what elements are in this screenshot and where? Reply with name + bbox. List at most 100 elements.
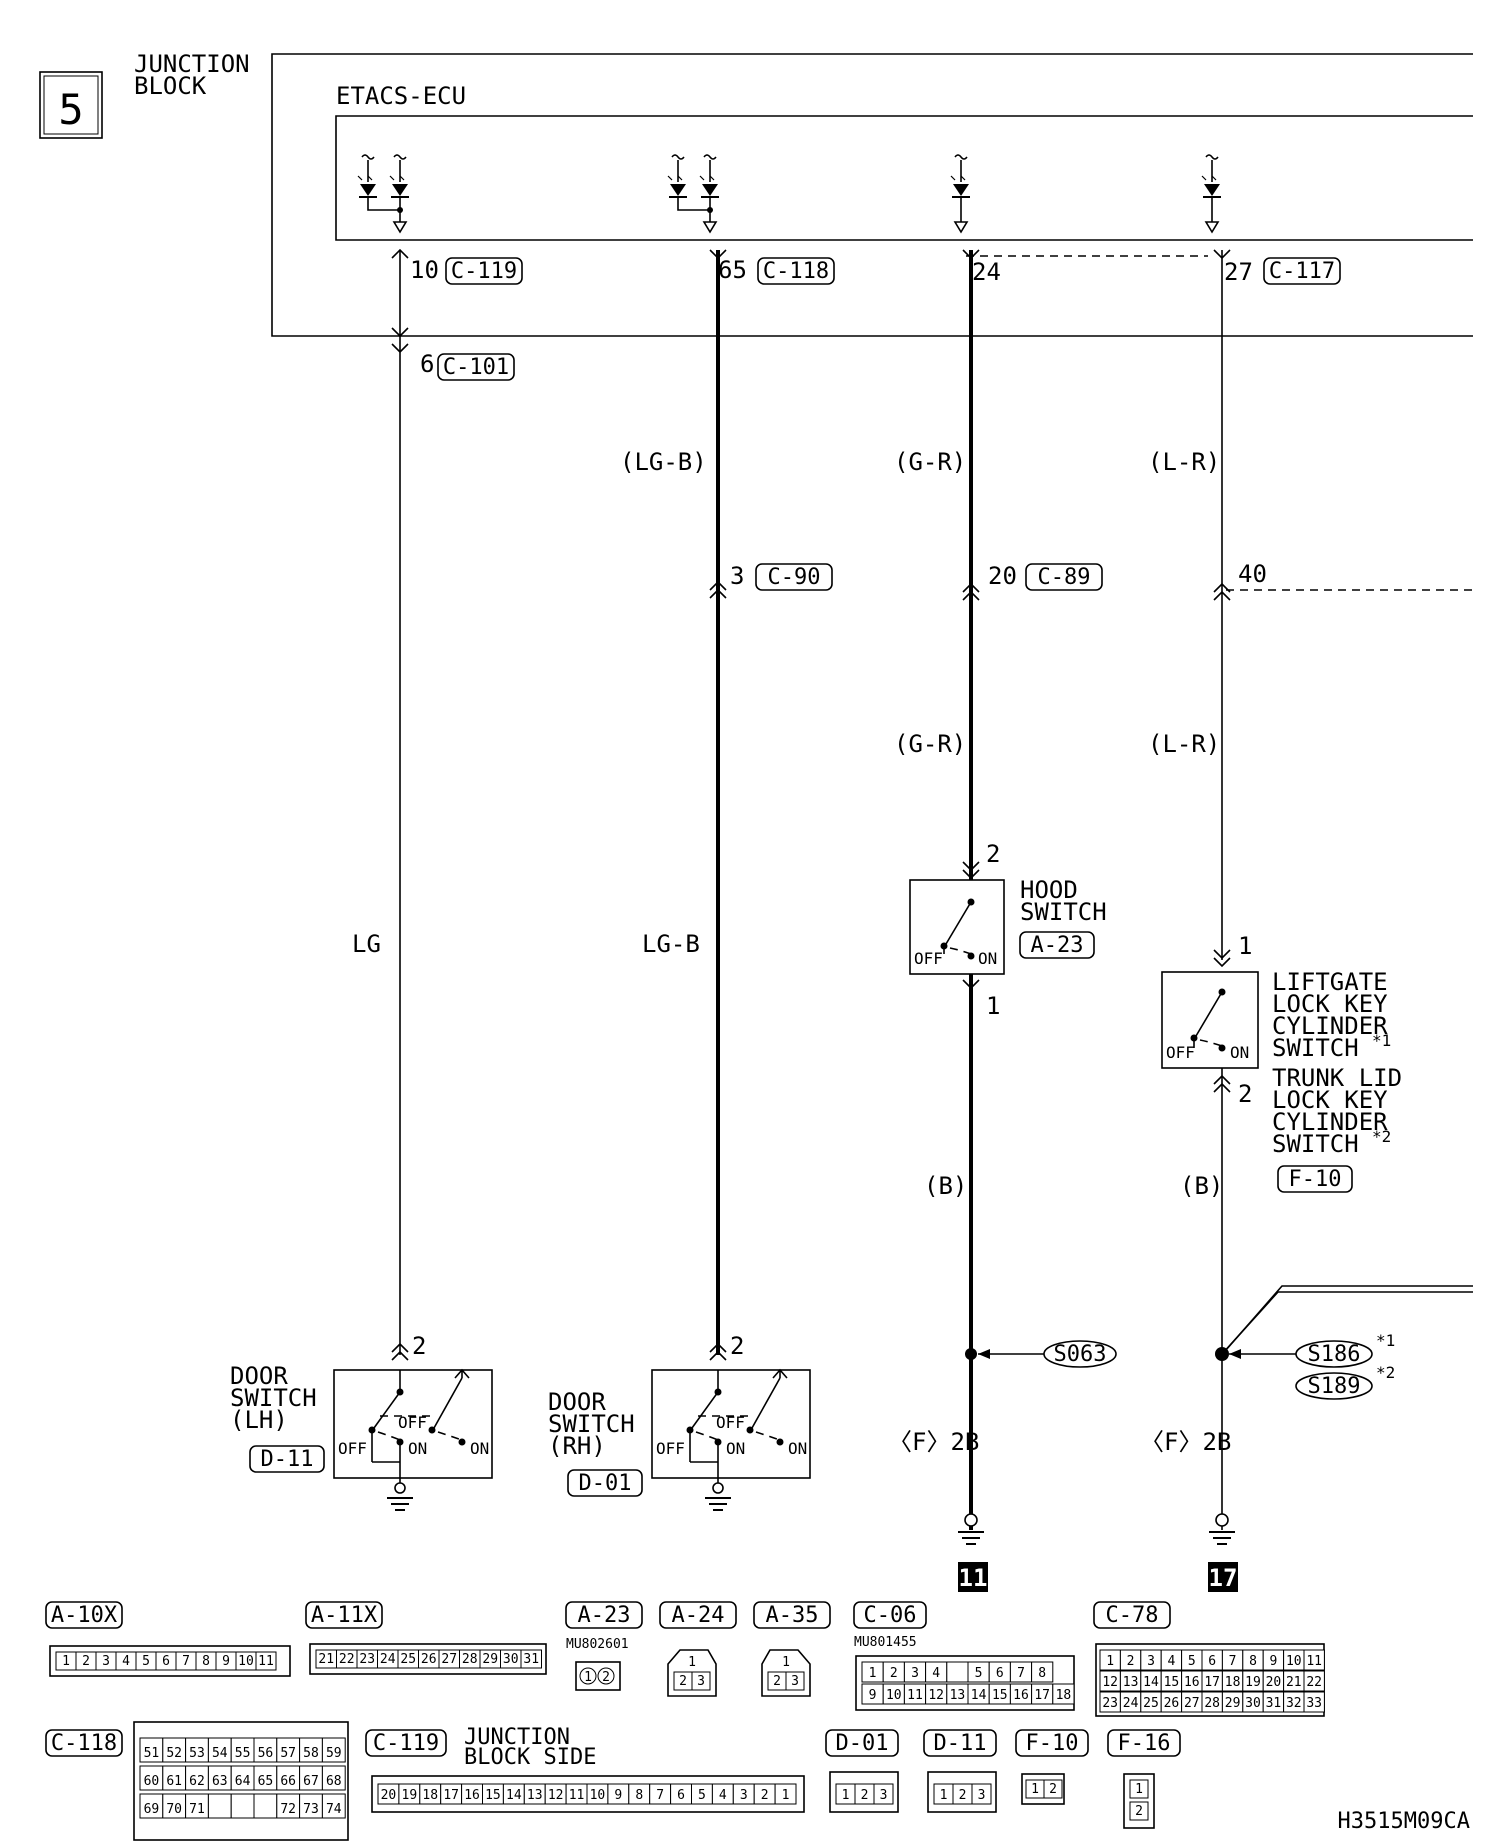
connector-pin: 19	[1245, 1675, 1261, 1690]
door-switch-rh-label-2: SWITCH	[548, 1410, 635, 1438]
splice-s063-label: S063	[1054, 1342, 1107, 1367]
splice-s186: S186 *1 S189 *2	[1215, 1285, 1473, 1400]
connector-pin: 8	[1038, 1666, 1046, 1681]
connector-pin: 2	[1049, 1782, 1057, 1797]
connector-pin: 4	[122, 1654, 130, 1669]
drawing-code: H3515M09CA	[1338, 1809, 1470, 1834]
connector-pin: 56	[258, 1746, 274, 1761]
connector-pin: 19	[402, 1788, 418, 1803]
liftgate-switch-label-1: LIFTGATE	[1272, 968, 1388, 996]
connector-pin: 25	[400, 1652, 416, 1667]
door-switch-lh: 2 DOOR SWITCH (LH) D-11 OFF ON OFF ON	[230, 1332, 493, 1511]
connector-pin: 13	[950, 1688, 966, 1703]
door-switch-lh-on1: ON	[408, 1439, 427, 1458]
terminal-pin-10: 10	[410, 256, 439, 284]
ecu-terminal-labels: 10 C-119 65 C-118 24 27 C-117	[410, 256, 1341, 286]
connector-a23-pin: 2	[602, 1670, 610, 1685]
connector-c89-ref: C-89	[1038, 565, 1091, 590]
connector-pin: 65	[258, 1774, 274, 1789]
connector-pin: 3	[978, 1788, 986, 1803]
connector-pin: 32	[1286, 1696, 1302, 1711]
door-switch-rh-off2: OFF	[716, 1413, 745, 1432]
connector-pin: 29	[482, 1652, 498, 1667]
connector-pin: 5	[698, 1788, 706, 1803]
connector-pin: 14	[1143, 1675, 1159, 1690]
connector-pin: 31	[1266, 1696, 1282, 1711]
door-switch-lh-label-2: SWITCH	[230, 1384, 317, 1412]
connector-f16-pin1: 1	[1129, 1779, 1149, 1799]
connector-pin: 7	[656, 1788, 664, 1803]
trunk-lid-label-2: LOCK KEY	[1272, 1086, 1388, 1114]
wire-l-r	[1213, 249, 1473, 968]
connector-pin: 15	[485, 1788, 501, 1803]
connector-pin: 23	[359, 1652, 375, 1667]
door-switch-rh-on1: ON	[726, 1439, 745, 1458]
ground-hood-ref: 11	[959, 1564, 988, 1592]
connector-f16-label: F-16	[1118, 1731, 1171, 1756]
connector-pin: 3	[911, 1666, 919, 1681]
connector-pin: 16	[1184, 1675, 1200, 1690]
door-switch-lh-pin: 2	[412, 1332, 426, 1360]
connector-pin: 69	[144, 1802, 160, 1817]
connector-pin: 10	[238, 1654, 254, 1669]
hood-switch-connector: A-23	[1031, 933, 1084, 958]
door-switch-lh-label-1: DOOR	[230, 1362, 288, 1390]
wire-color-l-r-top: (L-R)	[1148, 448, 1220, 476]
connector-a23-label: A-23	[578, 1603, 631, 1628]
connector-pin: 18	[422, 1788, 438, 1803]
connector-pin: 4	[719, 1788, 727, 1803]
connector-pin: 1	[869, 1666, 877, 1681]
connector-pin: 9	[1269, 1654, 1277, 1669]
connector-pin: 3	[697, 1674, 705, 1689]
connector-pin: 62	[189, 1774, 205, 1789]
connector-pin: 1	[1031, 1782, 1039, 1797]
wire-color-g-r-mid: (G-R)	[894, 730, 966, 758]
door-switch-rh-on2: ON	[788, 1439, 807, 1458]
connector-pin: 6	[996, 1666, 1004, 1681]
pin-20: 20	[988, 562, 1017, 590]
connector-pin: 5	[142, 1654, 150, 1669]
door-switch-rh: 2 DOOR SWITCH (RH) D-01 OFF ON OFF ON	[548, 1332, 811, 1511]
wire-color-lg-b-mid: LG-B	[642, 930, 700, 958]
connector-pin: 53	[189, 1746, 205, 1761]
connector-c117-ref: C-117	[1269, 259, 1335, 284]
connector-pin: 28	[462, 1652, 478, 1667]
hood-switch-on: ON	[978, 949, 997, 968]
liftgate-lock-key-cylinder-switch: 1 OFF ON LIFTGATE LOCK KEY CYLINDER SWIT…	[1161, 932, 1402, 1530]
connector-d11-label: D-11	[934, 1731, 987, 1756]
connector-pin: 6	[677, 1788, 685, 1803]
connector-pin: 8	[1249, 1654, 1257, 1669]
connector-a23-pin: 1	[584, 1670, 592, 1685]
connector-pin: 6	[162, 1654, 170, 1669]
connector-pin: 31	[523, 1652, 539, 1667]
connector-pin: 10	[886, 1688, 902, 1703]
connector-pin: 2	[761, 1788, 769, 1803]
connector-pin: 12	[1102, 1675, 1118, 1690]
ecu-internals	[357, 154, 1222, 234]
connector-pin: 20	[1266, 1675, 1282, 1690]
connector-pin: 16	[464, 1788, 480, 1803]
door-switch-rh-pin: 2	[730, 1332, 744, 1360]
connector-pin: 17	[443, 1788, 459, 1803]
connector-pin: 14	[506, 1788, 522, 1803]
wire-lg	[391, 248, 409, 1355]
connector-pin: 25	[1143, 1696, 1159, 1711]
connector-pin: 14	[971, 1688, 987, 1703]
connector-pin: 26	[1164, 1696, 1180, 1711]
connector-c119-caption-1: JUNCTION	[464, 1725, 570, 1750]
connector-c118-ref: C-118	[763, 259, 829, 284]
connector-pin: 73	[303, 1802, 319, 1817]
hood-switch-off: OFF	[914, 949, 943, 968]
connector-pin: 8	[635, 1788, 643, 1803]
connector-pin: 68	[326, 1774, 342, 1789]
trunk-lid-label-1: TRUNK LID	[1272, 1064, 1402, 1092]
ground-liftgate-ref: 17	[1209, 1564, 1238, 1592]
